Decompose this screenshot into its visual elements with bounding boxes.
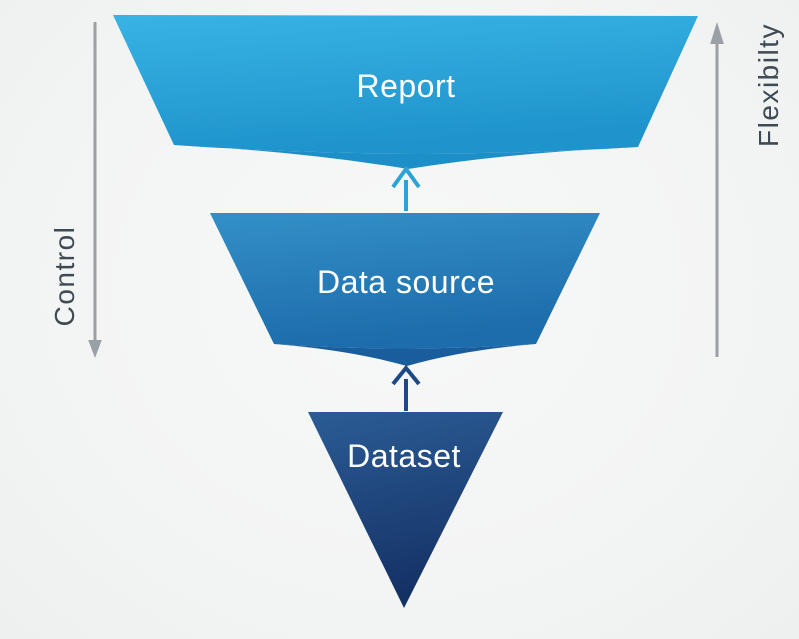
datasource-fold xyxy=(274,344,536,366)
dataset-label: Dataset xyxy=(347,438,461,474)
report-label: Report xyxy=(356,68,455,104)
funnel-level-datasource: Data source xyxy=(210,213,600,366)
datasource-label: Data source xyxy=(317,264,495,300)
flexibility-arrowhead-up-icon xyxy=(710,22,724,44)
control-arrowhead-down-icon xyxy=(88,340,102,358)
funnel-level-dataset: Dataset xyxy=(308,412,503,608)
flexibility-label: Flexibilty xyxy=(753,23,784,147)
report-fold xyxy=(174,145,638,169)
datasource-shape xyxy=(210,213,600,349)
report-shape xyxy=(113,15,698,154)
arrow-datasource-to-report xyxy=(391,165,421,211)
upper-arrowhead-up-icon xyxy=(391,165,421,189)
dataset-shape xyxy=(308,412,503,608)
right-axis: Flexibilty xyxy=(710,22,784,357)
lower-arrowhead-up-icon xyxy=(391,364,421,386)
arrow-dataset-to-datasource xyxy=(391,364,421,411)
left-axis: Control xyxy=(49,22,102,358)
funnel-level-report: Report xyxy=(113,15,698,169)
control-label: Control xyxy=(49,226,80,327)
